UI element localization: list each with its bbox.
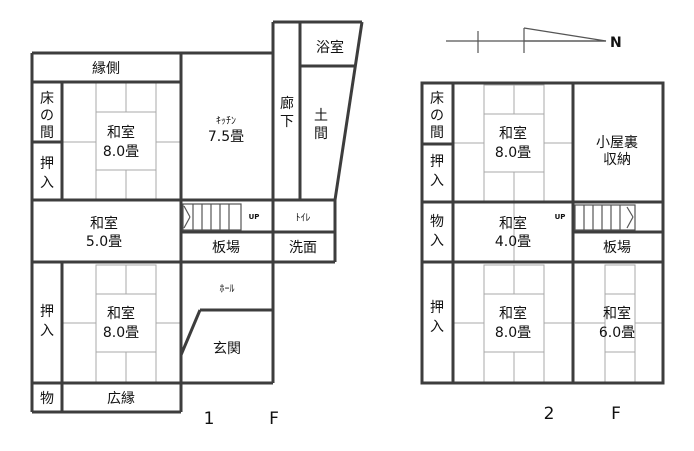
kitchen-size: 7.5畳 <box>208 129 244 145</box>
oshiire-label-2: 入 <box>40 175 54 191</box>
washitsu-mid-name: 和室 <box>90 215 118 232</box>
doma-label-1: 土 <box>314 108 328 124</box>
floor2-label-f: F <box>611 404 621 424</box>
stairs <box>574 204 636 231</box>
tokonoma-label-1: 床 <box>430 91 444 107</box>
tokonoma-label-2: の <box>430 108 444 124</box>
stairs-up-label: UP <box>555 213 566 221</box>
oshiire-bottom-label-2: 入 <box>430 319 444 335</box>
tatami-pattern <box>453 84 573 202</box>
washitsu-top-size: 8.0畳 <box>103 144 139 160</box>
tatami-pattern <box>453 264 573 383</box>
itaba-label: 板場 <box>603 240 631 256</box>
floor2-label-digit: 2 <box>544 404 555 424</box>
washitsu-top-name: 和室 <box>107 124 135 141</box>
oshiire-bottom-label-1: 押 <box>40 304 54 320</box>
washitsu-top-name: 和室 <box>499 125 527 142</box>
koyaura-label-1: 小屋裏 <box>596 134 638 151</box>
tokonoma-label-3: 間 <box>430 125 444 141</box>
koyaura-label-2: 収納 <box>603 152 631 168</box>
itaba-label: 板場 <box>212 240 240 256</box>
oshiire-label-1: 押 <box>40 156 54 172</box>
washitsu-bl-size: 8.0畳 <box>495 325 531 341</box>
tatami-pattern <box>62 82 181 201</box>
washitsu-top-size: 8.0畳 <box>495 145 531 161</box>
toilet-label: ﾄｲﾚ <box>296 213 311 224</box>
stairs-up-label: UP <box>249 213 260 221</box>
north-arrow: N <box>446 27 622 53</box>
oshiire-label-2: 入 <box>430 173 444 189</box>
kitchen-name: ｷｯﾁﾝ <box>216 116 236 127</box>
tokonoma-label-3: 間 <box>40 125 54 141</box>
engawa-label: 縁側 <box>92 61 120 77</box>
washitsu-br-name: 和室 <box>603 305 631 322</box>
rouka-label-1: 廊 <box>280 95 294 112</box>
washitsu-mid-size: 4.0畳 <box>495 234 531 250</box>
oshiire-bottom-label-1: 押 <box>430 300 444 316</box>
mono-label: 物 <box>40 391 54 407</box>
north-label: N <box>610 35 622 51</box>
washitsu-bottom-name: 和室 <box>107 305 135 322</box>
doma-label-2: 間 <box>314 126 328 142</box>
washitsu-bottom-size: 8.0畳 <box>103 325 139 341</box>
washitsu-mid-name: 和室 <box>499 215 527 232</box>
tokonoma-label-1: 床 <box>40 91 54 107</box>
washitsu-br-size: 6.0畳 <box>599 325 635 341</box>
oshiire-label-1: 押 <box>430 154 444 170</box>
walls <box>420 81 665 385</box>
tatami-pattern <box>62 264 181 383</box>
floor1-label-digit: 1 <box>204 409 215 429</box>
floor1-label-f: F <box>269 409 279 429</box>
yokushitsu-label: 浴室 <box>316 39 344 56</box>
tatami-pattern <box>575 264 663 383</box>
walls <box>30 20 364 414</box>
oshiire-bottom-label-2: 入 <box>40 323 54 339</box>
washitsu-bl-name: 和室 <box>499 305 527 322</box>
washitsu-mid-size: 5.0畳 <box>86 234 122 250</box>
tokonoma-label-2: の <box>40 108 54 124</box>
hall-label: ﾎｰﾙ <box>220 283 235 295</box>
monoire-label-2: 入 <box>430 233 444 249</box>
senmen-label: 洗面 <box>289 240 317 256</box>
monoire-label-1: 物 <box>430 214 444 230</box>
hiroen-label: 広縁 <box>107 391 135 407</box>
floor1-plan: 縁側 床 の 間 押 入 和室 8.0畳 ｷｯﾁﾝ 7.5畳 廊 下 浴室 土 … <box>30 20 364 429</box>
floor2-plan: 床 の 間 押 入 和室 8.0畳 小屋裏 収納 物 入 和室 4.0畳 UP … <box>420 81 665 424</box>
genkan-label: 玄関 <box>213 340 241 357</box>
stairs <box>182 203 242 231</box>
rouka-label-2: 下 <box>280 114 294 130</box>
